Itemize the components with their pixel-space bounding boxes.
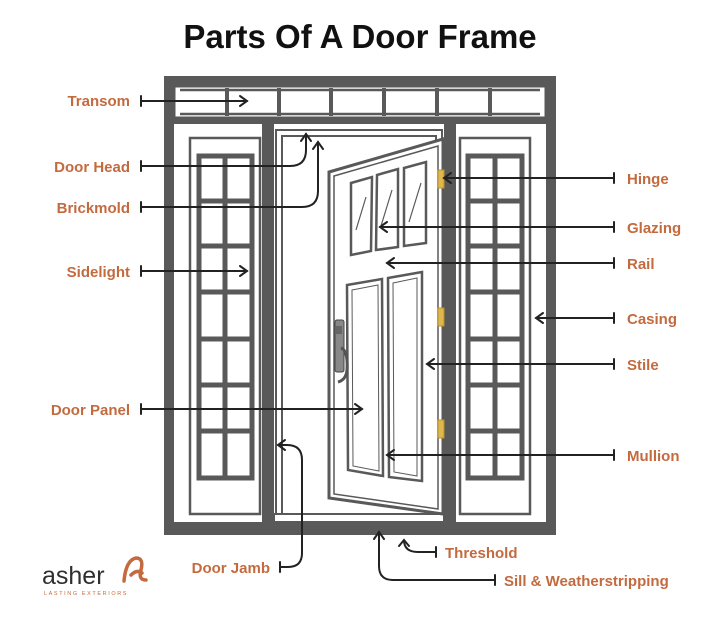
leader-door-head	[140, 132, 312, 172]
leader-threshold	[398, 538, 437, 558]
lower-panel-left-inner	[351, 284, 380, 472]
transom-dividers	[180, 88, 540, 116]
right-sidelight-grid	[468, 156, 522, 478]
leader-casing	[534, 312, 615, 324]
label-brickmold: Brickmold	[57, 200, 130, 217]
label-transom: Transom	[67, 93, 130, 110]
outer-casing	[164, 76, 556, 535]
right-mullion-post	[444, 124, 456, 522]
label-rail: Rail	[627, 256, 655, 273]
hinge-bottom	[437, 419, 445, 439]
threshold-bar	[273, 513, 445, 523]
leader-transom	[140, 95, 249, 107]
hinge-top	[437, 169, 445, 189]
door-lock	[336, 326, 342, 334]
brand-name: asher	[42, 562, 105, 590]
left-sidelight-grid	[199, 156, 252, 478]
label-door-head: Door Head	[54, 159, 130, 176]
leader-stile	[425, 358, 615, 370]
lower-panel-right	[386, 270, 424, 483]
door-frame	[164, 76, 556, 535]
label-door-jamb: Door Jamb	[192, 560, 270, 577]
leader-sidelight	[140, 265, 249, 277]
leader-door-panel	[140, 403, 364, 415]
door-slab	[327, 137, 445, 516]
leader-door-jamb	[276, 439, 303, 573]
label-mullion: Mullion	[627, 448, 680, 465]
door-inner-outline	[333, 145, 439, 510]
label-door-panel: Door Panel	[51, 402, 130, 419]
glazing-pane-2	[374, 167, 400, 252]
label-threshold: Threshold	[445, 545, 518, 562]
leader-lines	[140, 95, 615, 586]
leader-mullion	[385, 449, 615, 461]
leader-rail	[385, 257, 615, 269]
labels: Transom Door Head Brickmold Sidelight Do…	[51, 93, 681, 590]
label-casing: Casing	[627, 311, 677, 328]
brand-logo: asher LASTING EXTERIORS	[42, 556, 148, 597]
left-sidelight-frame	[188, 136, 262, 516]
door-handle-lever	[337, 346, 349, 384]
page-title: Parts Of A Door Frame	[183, 18, 537, 55]
lower-panel-right-inner	[392, 277, 418, 477]
brand-mark-icon	[122, 556, 148, 583]
leader-glazing	[378, 221, 615, 233]
label-sidelight: Sidelight	[67, 264, 130, 281]
brand-tagline: LASTING EXTERIORS	[44, 591, 128, 597]
label-stile: Stile	[627, 357, 659, 374]
right-sidelight-frame	[458, 136, 532, 516]
label-hinge: Hinge	[627, 171, 669, 188]
hinge-middle	[437, 307, 445, 327]
label-sill-weatherstripping: Sill & Weatherstripping	[504, 573, 669, 590]
left-mullion-post	[262, 124, 274, 522]
glazing-reflections	[355, 182, 422, 231]
leader-sill	[373, 530, 496, 586]
leader-hinge	[442, 172, 615, 184]
glazing-pane-1	[349, 175, 374, 257]
label-glazing: Glazing	[627, 220, 681, 237]
leader-brickmold	[140, 140, 324, 213]
